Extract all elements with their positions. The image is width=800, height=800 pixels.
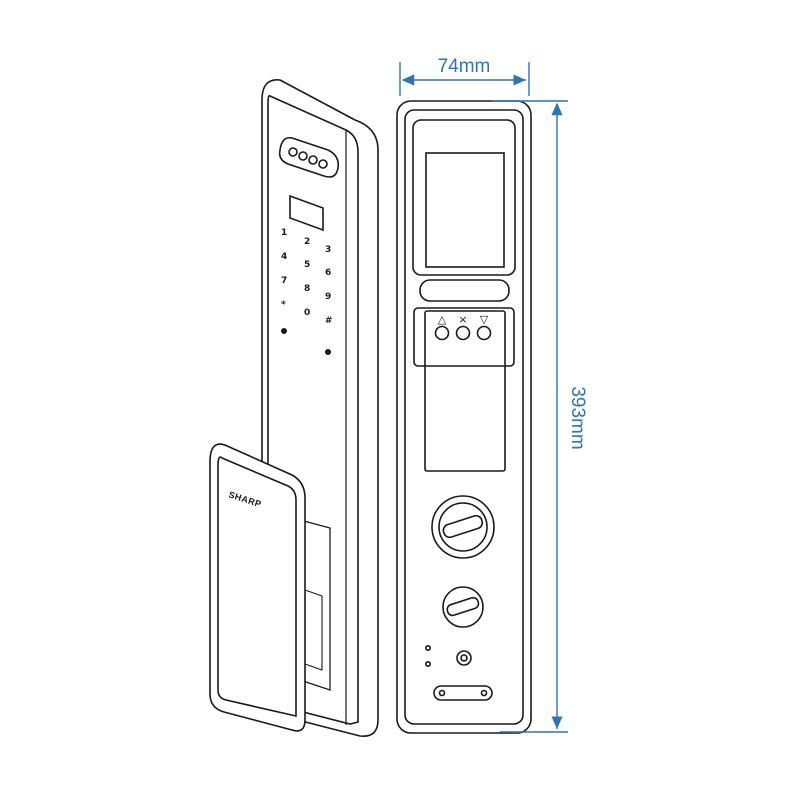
lock-front-view xyxy=(396,100,532,734)
height-label: 393mm xyxy=(567,386,588,449)
front-body-inner xyxy=(404,109,524,725)
keypad-perspective: 1 2 3 4 5 6 7 8 9 * 0 # xyxy=(281,228,333,355)
keypad-key: 0 xyxy=(304,308,310,318)
keypad-key: 4 xyxy=(281,252,287,262)
lock-handle-perspective xyxy=(209,443,331,732)
width-label: 74mm xyxy=(438,56,491,77)
keypad-key: 5 xyxy=(304,260,310,270)
keypad-key: 6 xyxy=(325,268,331,278)
keyhole[interactable] xyxy=(456,650,472,666)
display-screen xyxy=(289,194,324,232)
width-dimension xyxy=(399,62,530,96)
button-symbols: △ × ▽ xyxy=(438,313,489,326)
front-body-outer xyxy=(396,100,532,734)
handle-plate xyxy=(209,443,306,732)
keypad-key: 7 xyxy=(281,276,287,286)
down-button[interactable] xyxy=(476,325,492,341)
thumb-turn-lower[interactable] xyxy=(442,586,484,628)
indicator-led xyxy=(424,644,431,651)
close-icon: × xyxy=(458,313,467,326)
height-dimension xyxy=(492,100,568,733)
button-panel xyxy=(413,307,515,367)
keypad-key: 2 xyxy=(304,237,310,247)
bottom-slot xyxy=(433,685,493,701)
indicator-led xyxy=(424,660,431,667)
keypad-key: 9 xyxy=(325,292,331,302)
down-arrow-icon: ▽ xyxy=(480,313,489,326)
cancel-button[interactable] xyxy=(455,325,471,341)
keypad-key: 3 xyxy=(325,245,331,255)
keypad-key: 8 xyxy=(304,284,310,294)
up-arrow-icon: △ xyxy=(438,313,447,326)
keypad-key: # xyxy=(325,316,333,326)
lock-body-outline xyxy=(261,79,379,737)
handle-cover xyxy=(424,310,506,472)
lock-perspective-view xyxy=(261,79,379,737)
up-button[interactable] xyxy=(434,325,450,341)
keypad-key: 1 xyxy=(281,228,287,238)
fingerprint-bar xyxy=(419,279,510,302)
front-display xyxy=(425,152,505,268)
thumb-turn-upper[interactable] xyxy=(431,495,495,559)
camera-sensor xyxy=(278,136,340,178)
front-screen-frame xyxy=(412,119,516,276)
keypad-key: * xyxy=(281,300,286,310)
